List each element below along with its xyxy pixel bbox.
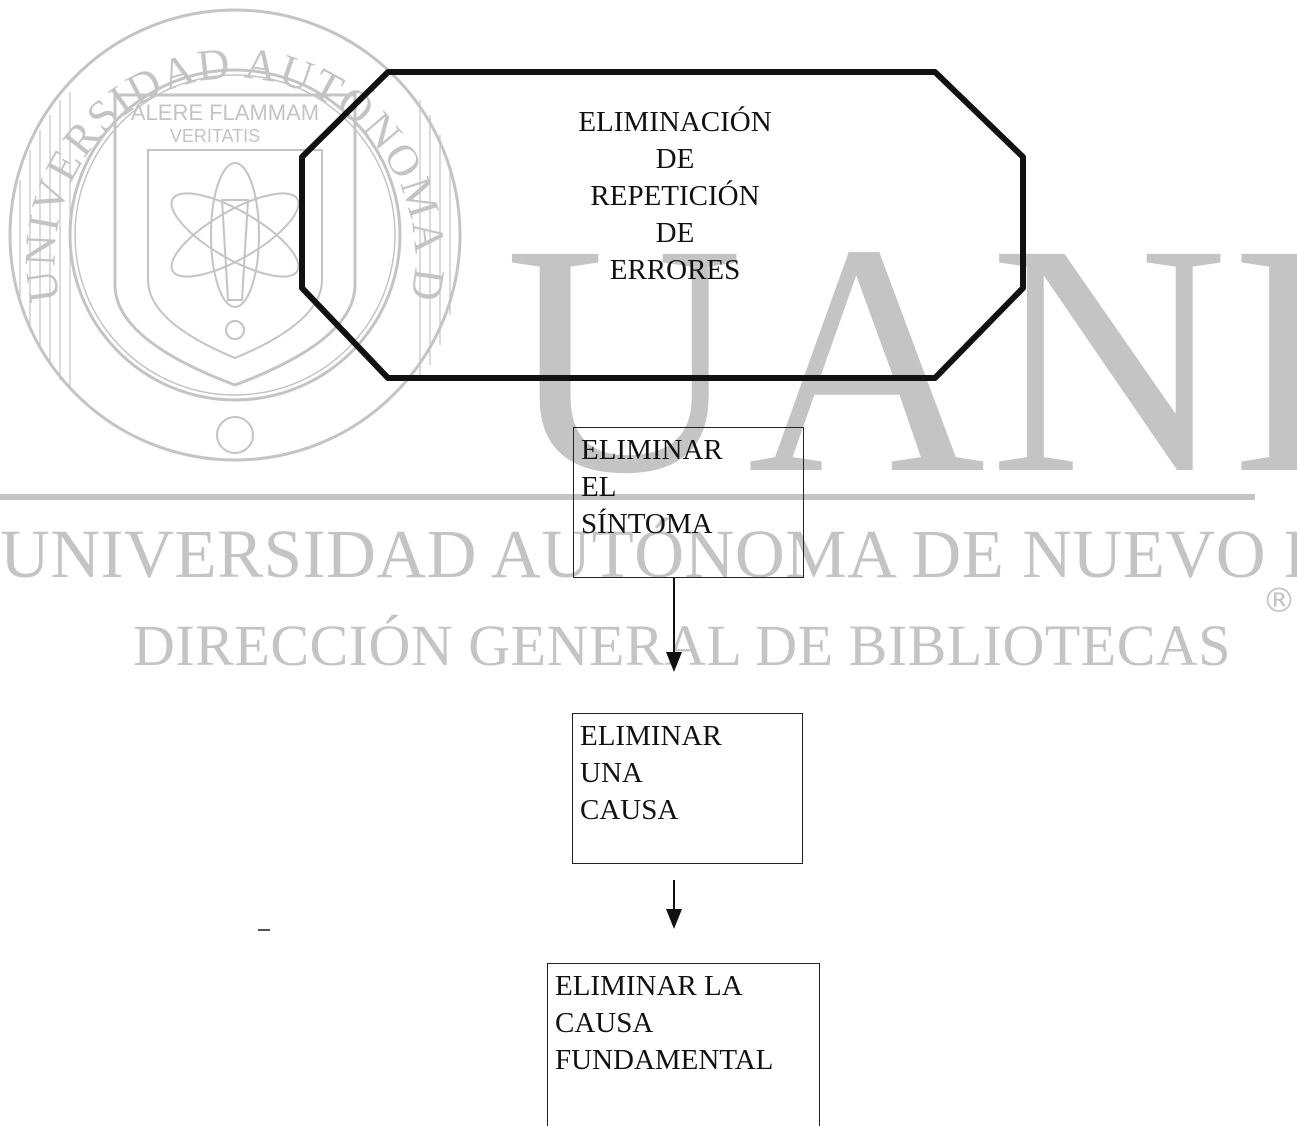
step-line: CAUSA xyxy=(555,1007,654,1039)
step-line: ELIMINAR LA xyxy=(555,970,743,1002)
library-direction-watermark: DIRECCIÓN GENERAL DE BIBLIOTECAS xyxy=(133,613,1232,678)
seal-motto-line2: VERITATIS xyxy=(170,126,260,146)
arrow-down-icon xyxy=(666,880,682,929)
watermark-rule xyxy=(0,494,1255,500)
step-line: ELIMINAR xyxy=(580,720,722,752)
step-line: EL xyxy=(581,471,617,503)
uanl-watermark-letters: UANL xyxy=(505,177,1297,542)
arrow-down-icon xyxy=(666,578,682,672)
goal-line: ELIMINACIÓN xyxy=(578,106,772,138)
step-line: UNA xyxy=(580,757,643,789)
step-box-root-cause: ELIMINAR LA CAUSA FUNDAMENTAL xyxy=(547,963,820,1126)
step-box-cause: ELIMINAR UNA CAUSA xyxy=(572,713,803,864)
goal-line: DE xyxy=(655,217,695,249)
seal-motto-line1: ALERE FLAMMAM xyxy=(131,100,319,125)
goal-line: ERRORES xyxy=(609,254,741,286)
goal-line: DE xyxy=(655,143,695,175)
step-line: CAUSA xyxy=(580,794,679,826)
step-line: ELIMINAR xyxy=(581,434,723,466)
goal-label: ELIMINACIÓN DE REPETICIÓN DE ERRORES xyxy=(540,104,810,289)
university-seal-watermark: UNIVERSIDAD AUTÓNOMA DE NUEVO LEÓN ALERE… xyxy=(0,0,462,462)
step-box-symptom: ELIMINAR EL SÍNTOMA xyxy=(573,427,804,578)
registered-mark-icon: ® xyxy=(1262,581,1296,621)
stray-mark xyxy=(258,929,270,931)
step-line: FUNDAMENTAL xyxy=(555,1044,774,1076)
goal-octagon xyxy=(299,69,1026,381)
goal-line: REPETICIÓN xyxy=(590,180,760,212)
step-line: SÍNTOMA xyxy=(581,508,713,540)
